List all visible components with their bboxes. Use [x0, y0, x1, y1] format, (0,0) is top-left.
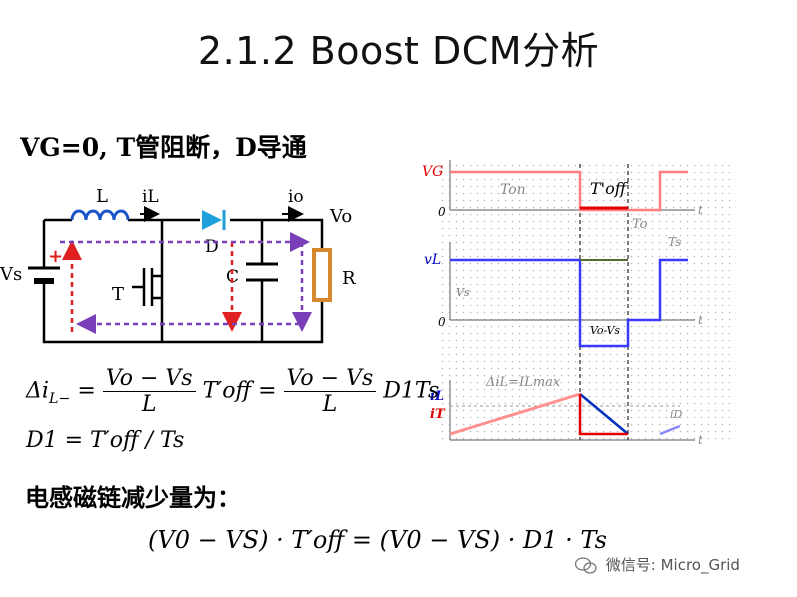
switch-label: T [112, 284, 124, 305]
zero-label-vg: 0 [438, 205, 446, 219]
inductor-L [70, 209, 130, 221]
t-axis-label-1: t [698, 203, 703, 217]
vovs-label: Vo-Vs [590, 324, 620, 337]
dcm-waveform-diagram: VG Ton T'off 0 To Ts t vL Vs 0 Vo-Vs t i… [422, 160, 736, 445]
to-label: To [632, 217, 648, 232]
delta-il-label: ΔiL=ILmax [485, 375, 561, 390]
page-title: 2.1.2 Boost DCM分析 [197, 29, 600, 73]
circuit-wires [42, 218, 324, 344]
t-axis-label-3: t [698, 433, 703, 445]
flux-decrease-heading: 电感磁链减少量为： [25, 484, 241, 512]
il-rising [449, 392, 581, 436]
t-axis-label-2: t [698, 313, 703, 327]
vo-label: Vo [329, 206, 352, 227]
equation-flux-balance: (V0 − VS) · T′off = (V0 − VS) · D1 · Ts [148, 526, 607, 554]
ts-label: Ts [668, 235, 681, 249]
il-current-label: iL [142, 187, 159, 207]
waveform-axes [449, 160, 695, 441]
wechat-watermark: 微信号: Micro_Grid [575, 554, 740, 575]
eq1-toff: T′off [202, 378, 252, 404]
voltage-source-Vs [28, 266, 60, 284]
toff-label: T'off [590, 179, 629, 198]
diode-label: D [205, 237, 219, 257]
diode-D [202, 210, 226, 230]
ton-label: Ton [500, 182, 526, 198]
eq1-lhs: Δi [26, 378, 49, 404]
id-label: iD [670, 408, 683, 421]
vg-waveform [450, 170, 688, 212]
io-current-label: io [288, 187, 304, 207]
switch-T [132, 268, 162, 306]
wechat-icon [575, 556, 597, 574]
boost-circuit-diagram: L iL D io Vo + Vs T C R [0, 186, 356, 344]
watermark-text: 微信号: Micro_Grid [605, 556, 740, 574]
eq1-tail: D1Ts [383, 378, 440, 404]
it-label: iT [430, 407, 446, 422]
zero-label-vl: 0 [438, 315, 446, 329]
vl-label: vL [424, 252, 441, 268]
it-waveform [578, 394, 628, 436]
equation-d1: D1 = T′off / Ts [26, 428, 185, 453]
resistor-label: R [342, 268, 356, 289]
vg-label: VG [422, 164, 443, 180]
il-label: iL [430, 389, 444, 404]
state-subtitle: VG=0, T管阻断，D导通 [20, 133, 307, 162]
source-plus-sign: + [48, 246, 63, 267]
il-next-rise [659, 424, 681, 436]
inductor-label: L [96, 186, 108, 207]
il-falling [579, 393, 629, 435]
capacitor-C [246, 262, 278, 282]
capacitor-label: C [226, 267, 239, 287]
vs-marker-label: Vs [456, 286, 470, 299]
resistor-R [312, 248, 332, 302]
eq1-lhs-sub: L− [48, 390, 71, 407]
vs-label: Vs [0, 264, 22, 285]
vl-waveform [450, 258, 688, 348]
